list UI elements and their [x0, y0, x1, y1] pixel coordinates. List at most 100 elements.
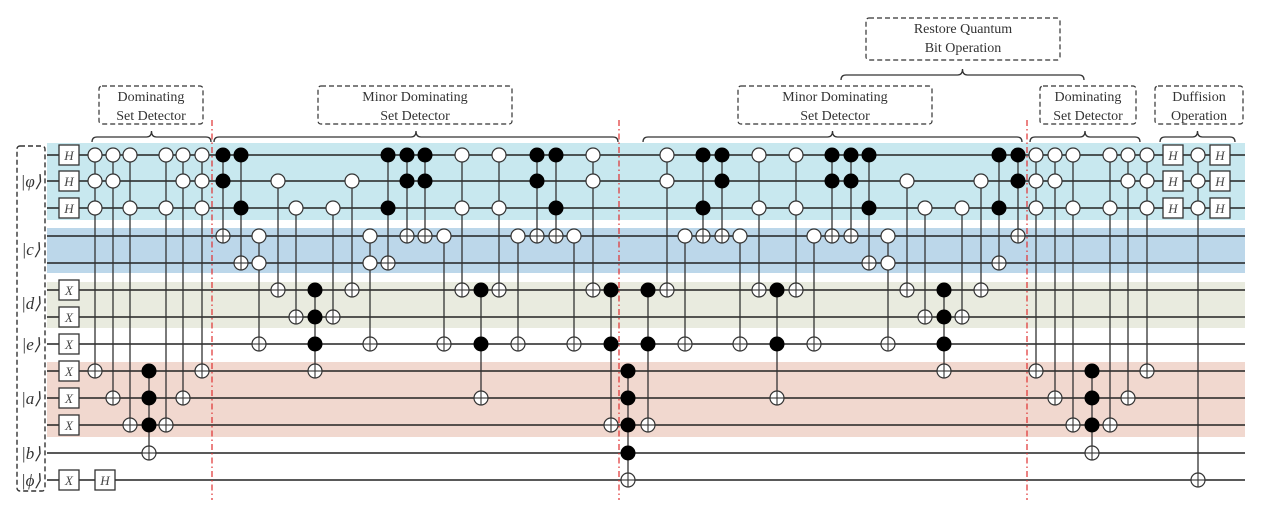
open-control-dot: [1028, 200, 1044, 216]
filled-control-dot: [141, 390, 157, 406]
filled-control-dot: [215, 147, 231, 163]
filled-control-dot: [695, 147, 711, 163]
register-label-varphi: |φ⟩: [21, 172, 42, 191]
gate-h-label: H: [99, 473, 110, 488]
open-control-dot: [105, 173, 121, 189]
filled-control-dot: [640, 336, 656, 352]
controlled-gate: [1065, 147, 1081, 433]
open-control-dot: [1102, 200, 1118, 216]
gate-h-box: [1162, 197, 1184, 219]
filled-control-dot: [215, 173, 231, 189]
gate-h-box: [1209, 197, 1231, 219]
annotation-line1: Dominating: [118, 90, 185, 105]
gate-h-label: H: [1214, 174, 1225, 189]
open-control-dot: [105, 147, 121, 163]
annotation-line2: Set Detector: [1053, 109, 1123, 124]
open-control-dot: [1139, 173, 1155, 189]
controlled-gate: [473, 282, 489, 406]
controlled-gate: [87, 147, 103, 379]
filled-control-dot: [769, 336, 785, 352]
filled-control-dot: [233, 147, 249, 163]
open-control-dot: [158, 200, 174, 216]
open-control-dot: [1120, 173, 1136, 189]
open-control-dot: [659, 147, 675, 163]
controlled-gate: [1047, 147, 1063, 406]
filled-control-dot: [548, 200, 564, 216]
controlled-gate: [899, 173, 915, 298]
annotation-line2: Operation: [1171, 109, 1227, 124]
controlled-gate: [991, 147, 1007, 271]
filled-control-dot: [548, 147, 564, 163]
controlled-gate: [585, 147, 601, 298]
open-control-dot: [1047, 173, 1063, 189]
annotation-box: [1039, 85, 1137, 125]
controlled-gate: [917, 200, 933, 325]
open-control-dot: [1139, 147, 1155, 163]
register-label-e: |e⟩: [22, 335, 41, 354]
gate-h-box: [58, 197, 80, 219]
gate-h-label: H: [1214, 201, 1225, 216]
controlled-gate: [1028, 147, 1044, 379]
filled-control-dot: [233, 200, 249, 216]
gate-h-label: H: [1167, 201, 1178, 216]
gate-x-box: [58, 333, 80, 355]
controlled-gate: [677, 228, 693, 352]
annotation-box: [317, 85, 513, 125]
controlled-gate: [1120, 147, 1136, 406]
controlled-gate: [1102, 147, 1118, 433]
annotation-brace: [1029, 130, 1141, 143]
controlled-gate: [175, 147, 191, 406]
filled-control-dot: [1010, 147, 1026, 163]
gate-h-box: [58, 144, 80, 166]
annotation-brace: [1159, 130, 1236, 143]
annotation-brace: [213, 130, 619, 143]
annotation-box: [1154, 85, 1244, 125]
open-control-dot: [806, 228, 822, 244]
filled-control-dot: [603, 282, 619, 298]
open-control-dot: [585, 147, 601, 163]
filled-control-dot: [399, 147, 415, 163]
controlled-gate: [548, 147, 564, 244]
controlled-gate: [158, 147, 174, 433]
gate-x-box: [58, 279, 80, 301]
controlled-gate: [788, 147, 804, 298]
controlled-gate: [954, 200, 970, 325]
controlled-gate: [973, 173, 989, 298]
open-control-dot: [251, 228, 267, 244]
gate-h-label: H: [1214, 148, 1225, 163]
gate-h-box: [1162, 144, 1184, 166]
open-control-dot: [158, 147, 174, 163]
gate-x-label: X: [64, 473, 74, 488]
controlled-gate: [806, 228, 822, 352]
controlled-gate: [344, 173, 360, 298]
annotation-brace: [91, 130, 212, 143]
open-control-dot: [880, 255, 896, 271]
annotation-line2: Set Detector: [380, 109, 450, 124]
controlled-gate: [417, 147, 433, 244]
annotation-line2: Bit Operation: [925, 41, 1002, 56]
gate-h-box: [1162, 170, 1184, 192]
open-control-dot: [899, 173, 915, 189]
open-control-dot: [194, 147, 210, 163]
controlled-gate: [714, 147, 730, 244]
controlled-gate: [1084, 363, 1100, 461]
filled-control-dot: [936, 282, 952, 298]
filled-control-dot: [1084, 390, 1100, 406]
controlled-gate: [603, 282, 619, 433]
open-control-dot: [880, 228, 896, 244]
annotation-line1: Minor Dominating: [362, 90, 467, 105]
open-control-dot: [175, 173, 191, 189]
gate-x-label: X: [64, 310, 74, 325]
controlled-gate: [861, 147, 877, 271]
filled-control-dot: [603, 336, 619, 352]
controlled-gate: [843, 147, 859, 244]
gate-x-box: [58, 360, 80, 382]
filled-control-dot: [991, 147, 1007, 163]
controlled-gate: [436, 228, 452, 352]
filled-control-dot: [620, 417, 636, 433]
open-control-dot: [1190, 200, 1206, 216]
annotation-box: [865, 17, 1061, 61]
filled-control-dot: [473, 282, 489, 298]
open-control-dot: [194, 200, 210, 216]
